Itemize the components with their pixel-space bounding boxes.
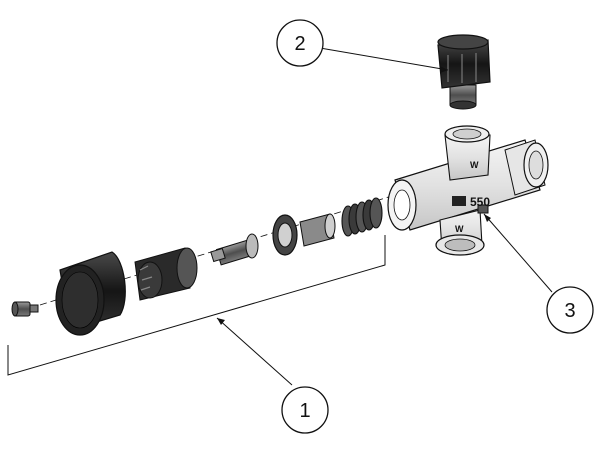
callout-3: 3 [546,286,594,334]
leader-line-1 [216,317,293,386]
leader-line-3 [483,213,553,293]
screw-part [11,301,39,317]
adjusting-ring-part [272,214,298,256]
spring-part [341,197,383,237]
knob-cap-part [55,251,126,336]
body-model-number: 550 [470,195,490,209]
bottom-port-symbol: W [455,224,464,234]
valve-body-part: 550 W W [387,125,549,256]
top-port-symbol: W [470,160,479,170]
callout-3-label: 3 [564,300,575,322]
callout-1-label: 1 [299,400,310,422]
leader-arrow-1 [217,318,225,325]
callout-2-label: 2 [294,33,305,55]
leader-arrow-3 [484,214,491,222]
spline-adapter-part [134,247,198,301]
body-logo-mark [452,196,466,206]
group-bracket [7,235,386,376]
spindle-part [210,233,259,266]
callout-2: 2 [276,19,324,67]
callout-1: 1 [281,386,329,434]
leader-arrow-2 [440,66,448,73]
cartridge-part [299,213,336,247]
top-fitting-part [437,34,491,110]
leader-line-2 [319,47,449,71]
